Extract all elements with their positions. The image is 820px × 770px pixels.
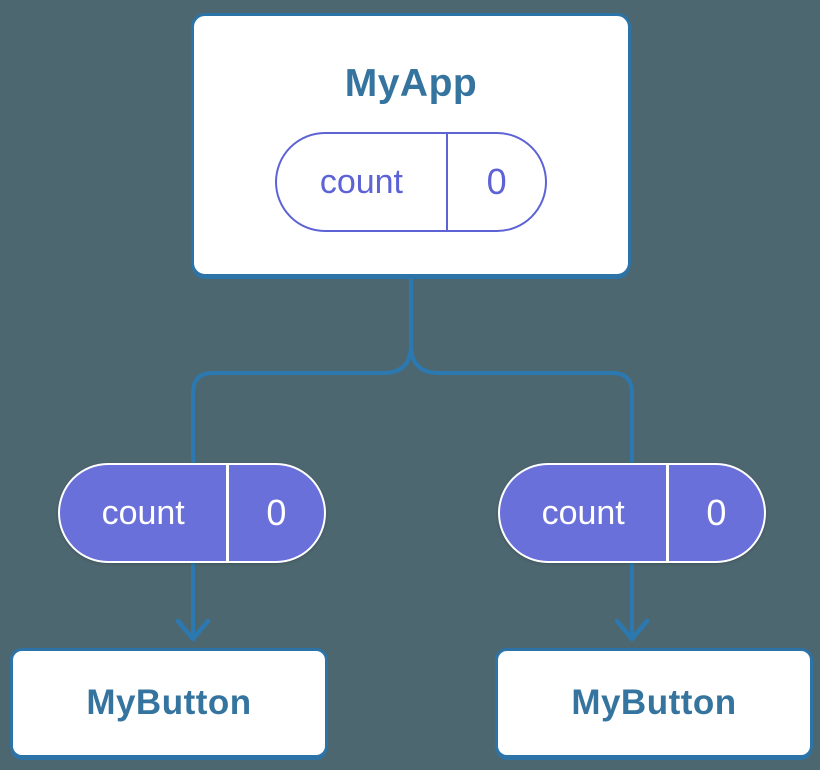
leaf-component-title: MyButton bbox=[571, 683, 737, 722]
child-right-state-pill: count 0 bbox=[498, 463, 766, 563]
state-name-label: count bbox=[541, 493, 625, 532]
myapp-card: MyApp count 0 bbox=[191, 13, 631, 277]
pill-divider bbox=[666, 465, 669, 561]
state-name-label: count bbox=[101, 493, 185, 532]
state-name-label: count bbox=[319, 162, 403, 201]
state-value-label: 0 bbox=[706, 492, 727, 533]
root-component-title: MyApp bbox=[344, 62, 478, 105]
state-value-label: 0 bbox=[486, 161, 507, 202]
pill-divider bbox=[445, 134, 449, 230]
child-left-state-pill: count 0 bbox=[58, 463, 326, 563]
mybutton-card-right: MyButton bbox=[495, 648, 813, 758]
arrow-down-left-icon bbox=[175, 618, 211, 642]
root-state-pill: count 0 bbox=[275, 132, 547, 232]
pill-divider bbox=[226, 465, 229, 561]
mybutton-card-left: MyButton bbox=[10, 648, 328, 758]
branch-right-line bbox=[409, 344, 634, 463]
leaf-component-title: MyButton bbox=[86, 683, 252, 722]
arrow-down-right-icon bbox=[614, 618, 650, 642]
branch-left-line bbox=[191, 344, 413, 463]
state-value-label: 0 bbox=[266, 492, 287, 533]
